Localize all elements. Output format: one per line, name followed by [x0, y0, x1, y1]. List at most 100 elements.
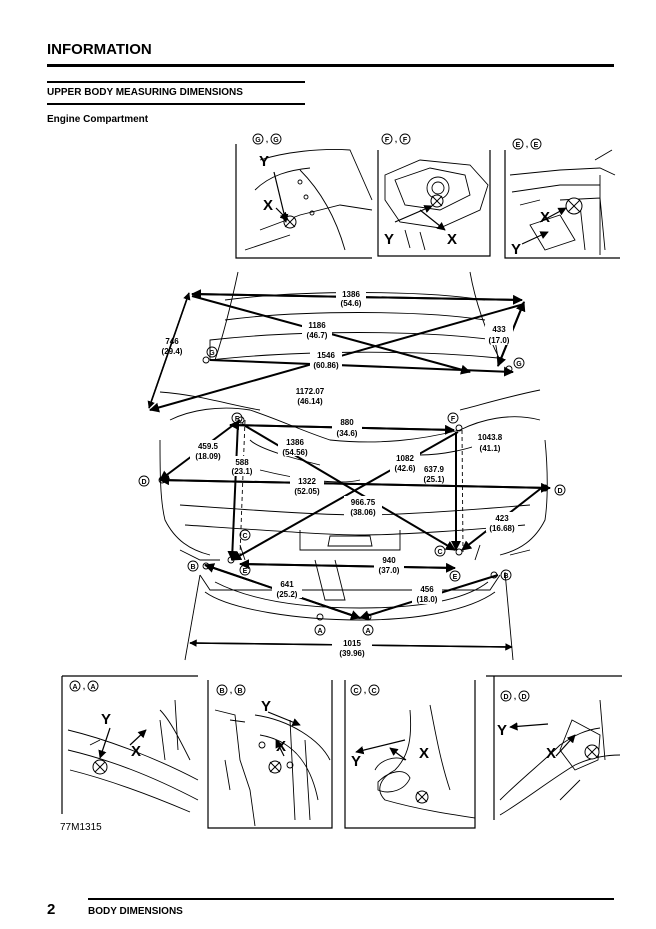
dim-940-in: (37.0): [379, 566, 400, 575]
point-c-label: C: [437, 549, 442, 556]
point-f-label: F: [403, 137, 408, 144]
point-f-label: F: [235, 416, 240, 423]
svg-text:,: ,: [514, 692, 516, 701]
x-axis-label: X: [263, 197, 273, 214]
y-axis-label: Y: [511, 241, 521, 258]
dim-940-mm: 940: [382, 556, 396, 565]
y-axis-label: Y: [351, 753, 361, 770]
dim-433-mm: 433: [492, 325, 506, 334]
dim-880-mm: 880: [340, 418, 354, 427]
dim-1015-mm: 1015: [343, 639, 361, 648]
detail-a: Y X A , A: [61, 675, 199, 814]
detail-d: Y X D , D: [486, 675, 622, 820]
point-f-label: F: [385, 137, 390, 144]
point-g-label: G: [255, 137, 261, 144]
x-axis-label: X: [276, 738, 286, 755]
page-title: INFORMATION: [47, 41, 152, 58]
dim-459-mm: 459.5: [198, 442, 219, 451]
point-a-label: A: [72, 684, 77, 691]
point-g-label: G: [273, 137, 279, 144]
x-axis-label: X: [447, 231, 457, 248]
point-e-label: E: [243, 568, 248, 575]
svg-text:,: ,: [395, 135, 397, 144]
dim-1546-in: (60.86): [313, 361, 339, 370]
dim-1322-mm: 1322: [298, 477, 316, 486]
dim-746-mm: 746: [165, 337, 179, 346]
point-markers: [158, 356, 549, 621]
dim-1043-in: (41.1): [480, 444, 501, 453]
y-axis-label: Y: [261, 698, 271, 715]
footer-title: BODY DIMENSIONS: [88, 906, 183, 917]
point-f-label: F: [451, 416, 456, 423]
point-g-label: G: [516, 361, 522, 368]
title-rule: [47, 64, 614, 67]
dimension-labels: 1386 (54.6) 1186 (46.7) 746 (29.4) 433 (…: [162, 288, 518, 658]
point-g-label: G: [209, 350, 215, 357]
x-axis-label: X: [131, 743, 141, 760]
section-rule-top: [47, 81, 305, 83]
dim-459-in: (18.09): [195, 452, 221, 461]
page-number: 2: [47, 901, 56, 918]
detail-e: X Y E , E: [504, 138, 620, 259]
point-labels: G G F F D D C C E E B B A A: [138, 346, 566, 636]
subsection-title: Engine Compartment: [47, 114, 149, 125]
dim-1043-mm: 1043.8: [478, 433, 503, 442]
dim-641-mm: 641: [280, 580, 294, 589]
dim-637-in: (25.1): [424, 475, 445, 484]
section-rule-bottom: [47, 103, 305, 105]
dim-746-in: (29.4): [162, 347, 183, 356]
svg-text:,: ,: [266, 135, 268, 144]
point-d-label: D: [521, 694, 526, 701]
dim-1082-mm: 1082: [396, 454, 414, 463]
point-b-label: B: [237, 688, 242, 695]
dim-1082-in: (42.6): [395, 464, 416, 473]
dim-423-mm: 423: [495, 514, 509, 523]
dim-641-in: (25.2): [277, 590, 298, 599]
point-a-label: A: [90, 684, 95, 691]
dim-1386-in: (54.6): [341, 299, 362, 308]
section-title: UPPER BODY MEASURING DIMENSIONS: [47, 87, 243, 98]
point-e-label: E: [516, 142, 521, 149]
dim-1386b-in: (54.56): [282, 448, 308, 457]
y-axis-label: Y: [101, 711, 111, 728]
svg-text:,: ,: [526, 140, 528, 149]
dim-1186-mm: 1186: [308, 321, 326, 330]
dim-880-in: (34.6): [337, 429, 358, 438]
y-axis-label: Y: [259, 153, 269, 170]
point-a-label: A: [317, 628, 322, 635]
dim-1172-in: (46.14): [297, 397, 323, 406]
y-axis-label: Y: [497, 722, 507, 739]
dim-456-mm: 456: [420, 585, 434, 594]
dim-1172-mm: 1172.07: [296, 387, 325, 396]
x-axis-label: X: [546, 745, 556, 762]
dim-637-mm: 637.9: [424, 465, 445, 474]
point-e-label: E: [534, 142, 539, 149]
svg-text:,: ,: [230, 686, 232, 695]
y-axis-label: Y: [384, 231, 394, 248]
dim-423-in: (16.68): [489, 524, 515, 533]
dim-1546-mm: 1546: [317, 351, 335, 360]
x-axis-label: X: [540, 209, 550, 226]
dim-966-mm: 966.75: [351, 498, 376, 507]
dim-588-in: (23.1): [232, 467, 253, 476]
point-b-label: B: [190, 564, 195, 571]
svg-text:,: ,: [83, 682, 85, 691]
dim-1186-in: (46.7): [307, 331, 328, 340]
point-c-label: C: [371, 688, 376, 695]
detail-b: Y X B , B: [207, 680, 333, 829]
point-a-label: A: [365, 628, 370, 635]
dim-1386b-mm: 1386: [286, 438, 304, 447]
dim-966-in: (38.06): [350, 508, 376, 517]
point-d-label: D: [557, 488, 562, 495]
detail-g: Y X G , G: [235, 133, 373, 259]
dim-433-in: (17.0): [489, 336, 510, 345]
point-b-label: B: [503, 573, 508, 580]
dim-1322-in: (52.05): [294, 487, 320, 496]
point-c-label: C: [242, 533, 247, 540]
figure-reference: 77M1315: [60, 822, 102, 833]
x-axis-label: X: [419, 745, 429, 762]
detail-c: Y X C , C: [344, 680, 476, 829]
detail-f: Y X F , F: [377, 133, 491, 257]
point-d-label: D: [503, 694, 508, 701]
